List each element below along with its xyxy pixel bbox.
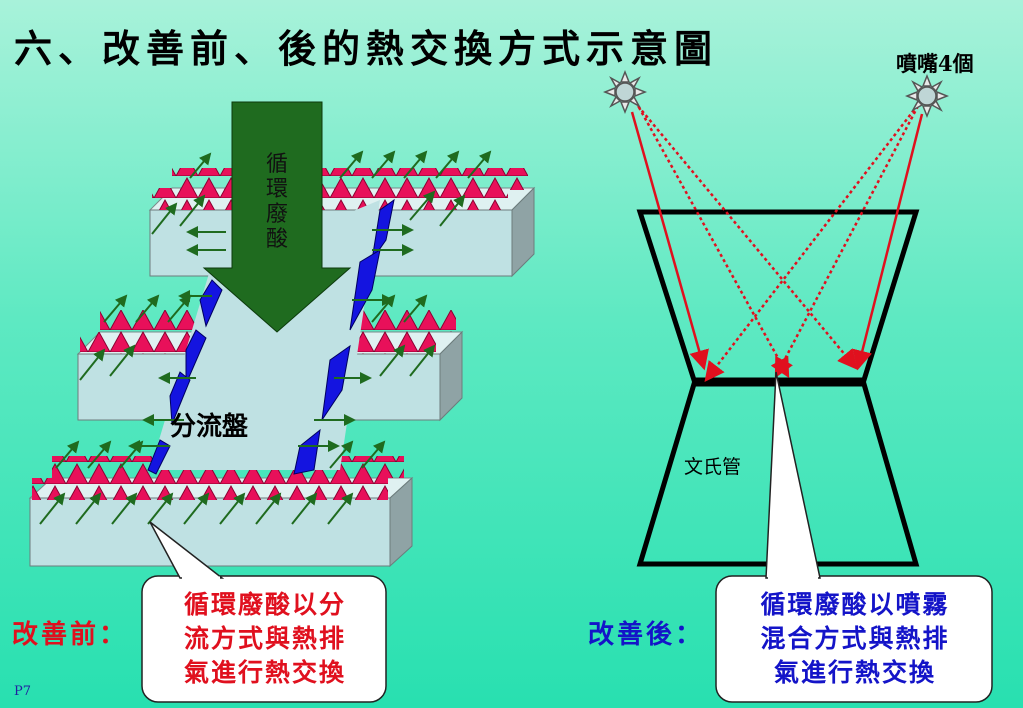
after-label: 改善後： xyxy=(588,620,705,650)
circulating-acid-label: 循環廢酸 xyxy=(265,152,288,252)
callout-line: 氣進行熱交換 xyxy=(183,658,346,687)
nozzle-count-label: 噴嘴4個 xyxy=(896,51,974,76)
callout-after-bubble xyxy=(715,371,993,703)
callout-before-text: 循環廢酸以分 流方式與熱排 氣進行熱交換 xyxy=(152,588,378,690)
sun-burst-icon xyxy=(602,69,648,115)
callout-after-text: 循環廢酸以噴霧 混合方式與熱排 氣進行熱交換 xyxy=(722,588,988,690)
callout-before-bubble xyxy=(141,521,387,703)
venturi-label: 文氏管 xyxy=(684,456,742,478)
callout-line: 循環廢酸以分 xyxy=(183,590,346,619)
diverter-plate-label: 分流盤 xyxy=(170,412,249,442)
page-number: P7 xyxy=(14,684,32,699)
callout-line: 氣進行熱交換 xyxy=(773,658,936,687)
callout-line: 流方式與熱排 xyxy=(183,624,346,653)
heat-flow-arrows xyxy=(39,150,492,525)
page-title: 六、改善前、後的熱交換方式示意圖 xyxy=(14,26,719,71)
callout-line: 混合方式與熱排 xyxy=(760,624,950,653)
acid-flow-arrow xyxy=(202,101,352,333)
venturi-tube xyxy=(636,209,920,567)
callout-line: 循環廢酸以噴霧 xyxy=(760,590,950,619)
before-tray-structure xyxy=(28,101,536,568)
spray-lines xyxy=(630,101,924,382)
acid-film-wedges xyxy=(147,198,395,475)
before-label: 改善前： xyxy=(12,620,129,650)
sun-burst-icon xyxy=(904,73,950,119)
